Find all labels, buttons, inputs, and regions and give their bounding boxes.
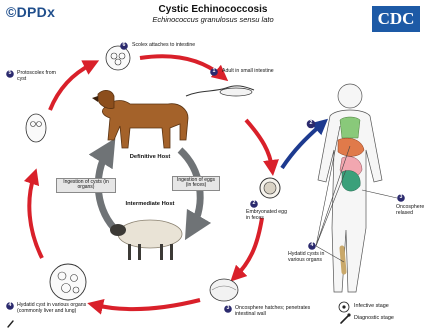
human-stage4-label: Hydatid cysts in various organs [288, 252, 338, 263]
cycle-arrow-4-to-5 [29, 176, 42, 258]
dog-illustration [92, 90, 188, 148]
infective-stage-icon [339, 302, 349, 312]
cdc-logo: CDC [372, 6, 420, 32]
adult-worm-illustration [186, 86, 254, 96]
stage4-number: 4 [7, 303, 13, 309]
sheep-illustration [110, 220, 182, 260]
stage3-number: 3 [225, 306, 231, 312]
stage3-label: Oncosphere hatches; penetrates intestina… [235, 306, 315, 317]
stage2-label: Embryonated egg in feces [246, 210, 292, 221]
hydatid-cyst-illustration [50, 264, 86, 300]
diagram-subtitle: Echinococcus granulosus sensu lato [0, 15, 426, 24]
human-stage3-number: 3 [398, 195, 404, 201]
human-infection-arrow [282, 124, 322, 168]
legend-infective-label: Infective stage [354, 304, 424, 310]
egg-illustration [260, 178, 280, 198]
ingestion-cysts-box: Ingestion of cysts (in organs) [56, 178, 116, 193]
diagnostic-stage-icon [341, 313, 351, 323]
stage1-number: 1 [211, 69, 217, 75]
cycle-arrow-2-to-3 [236, 218, 262, 276]
cycle-arrow-3-to-4 [95, 300, 200, 309]
human-stage4-number: 4 [309, 243, 315, 249]
stage6-label: Scolex attaches to intestine [132, 43, 222, 49]
stage-number-circles [6, 42, 258, 313]
definitive-host-label: Definitive Host [108, 154, 192, 160]
stage5-number: 5 [7, 71, 13, 77]
intermediate-host-label: Intermediate Host [110, 201, 190, 207]
stage4-label: Hydatid cyst in various organs (commonly… [17, 303, 95, 314]
cycle-arrow-1-to-2 [246, 120, 272, 168]
ingestion-eggs-box: Ingestion of eggs (in feces) [172, 176, 220, 191]
stage4-diagnostic-icon [8, 321, 13, 327]
human-femur-icon [342, 248, 344, 272]
stage1-label: Adult in small intestine [222, 69, 302, 75]
diagram-title: Cystic Echinococcosis [0, 4, 426, 15]
legend-diagnostic-label: Diagnostic stage [354, 316, 424, 322]
stage5-label: Protoscolex from cyst [17, 71, 57, 82]
stage6-number: 6 [121, 43, 127, 49]
human-stage2-number: 2 [308, 121, 314, 127]
scolex-illustration [106, 46, 130, 70]
human-stage3-label: Oncosphere relased [396, 205, 426, 216]
oncosphere-illustration [210, 279, 238, 301]
stage2-number: 2 [251, 201, 257, 207]
protoscolex-illustration [26, 114, 46, 142]
cycle-arrow-6-to-1 [140, 56, 222, 76]
